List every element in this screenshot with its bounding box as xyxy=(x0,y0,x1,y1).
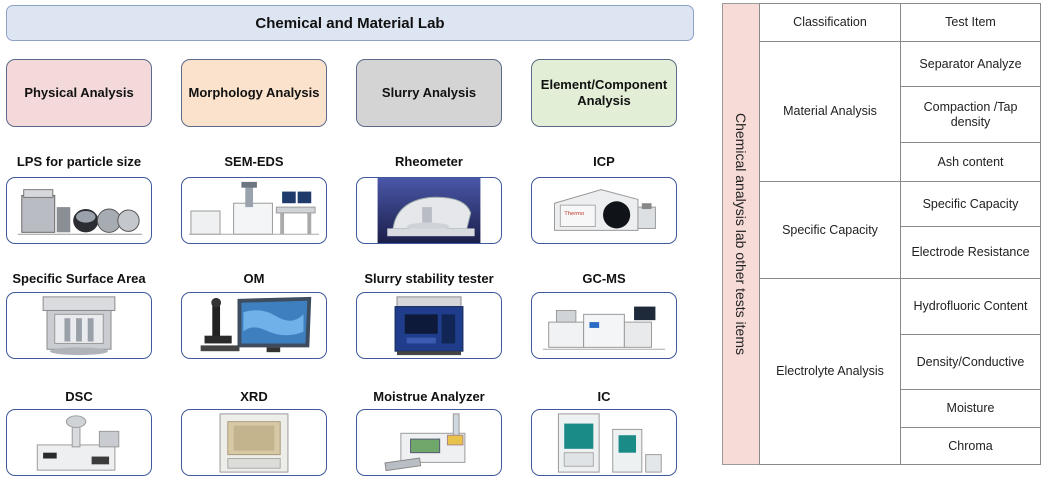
equipment-label-dsc: DSC xyxy=(65,389,93,404)
test-item-electrode-resistance: Electrode Resistance xyxy=(900,226,1041,279)
equipment-label-gc-ms: GC-MS xyxy=(582,271,626,286)
moisture-analyzer-image xyxy=(356,409,502,476)
gc-ms-image xyxy=(531,292,677,359)
slurry-stability-tester-image xyxy=(356,292,502,359)
equipment-label-xrd: XRD xyxy=(240,389,268,404)
equipment-label-om: OM xyxy=(243,271,265,286)
svg-text:Thermo: Thermo xyxy=(564,211,584,217)
test-item-separator-analyze: Separator Analyze xyxy=(900,41,1041,87)
test-item-compaction-tap-density: Compaction /Tap density xyxy=(900,86,1041,143)
side-label: Chemical analysis lab other tests items xyxy=(733,113,749,355)
header-classification: Classification xyxy=(759,3,901,42)
lab-title: Chemical and Material Lab xyxy=(6,5,694,41)
dsc-image xyxy=(6,409,152,476)
rheometer-image xyxy=(356,177,502,244)
xrd-image xyxy=(181,409,327,476)
surface-area-analyzer-image xyxy=(6,292,152,359)
equipment-label-lps: LPS for particle size xyxy=(16,154,142,169)
test-item-hydrofluoric-content: Hydrofluoric Content xyxy=(900,278,1041,335)
optical-microscope-image xyxy=(181,292,327,359)
classification-material-analysis: Material Analysis xyxy=(759,41,901,182)
equipment-label-moisture-analyzer: Moistrue Analyzer xyxy=(373,389,485,404)
particle-size-analyzer-image xyxy=(6,177,152,244)
test-item-ash-content: Ash content xyxy=(900,142,1041,182)
test-item-chroma: Chroma xyxy=(900,427,1041,465)
equipment-label-specific-surface-area: Specific Surface Area xyxy=(12,271,146,286)
equipment-label-icp: ICP xyxy=(593,154,615,169)
classification-specific-capacity: Specific Capacity xyxy=(759,181,901,279)
category-element-component-analysis: Element/Component Analysis xyxy=(531,59,677,127)
equipment-label-rheometer: Rheometer xyxy=(395,154,463,169)
category-morphology-analysis: Morphology Analysis xyxy=(181,59,327,127)
classification-electrolyte-analysis: Electrolyte Analysis xyxy=(759,278,901,465)
equipment-label-sem-eds: SEM-EDS xyxy=(224,154,284,169)
header-test-item: Test Item xyxy=(900,3,1041,42)
equipment-label-slurry-stability-tester: Slurry stability tester xyxy=(364,271,494,286)
test-item-moisture: Moisture xyxy=(900,389,1041,428)
test-item-density-conductive: Density/Conductive xyxy=(900,334,1041,390)
category-slurry-analysis: Slurry Analysis xyxy=(356,59,502,127)
side-label-panel: Chemical analysis lab other tests items xyxy=(722,3,760,465)
category-physical-analysis: Physical Analysis xyxy=(6,59,152,127)
ion-chromatograph-image xyxy=(531,409,677,476)
equipment-label-ic: IC xyxy=(597,389,611,404)
test-item-specific-capacity: Specific Capacity xyxy=(900,181,1041,227)
icp-image: Thermo xyxy=(531,177,677,244)
sem-eds-image xyxy=(181,177,327,244)
